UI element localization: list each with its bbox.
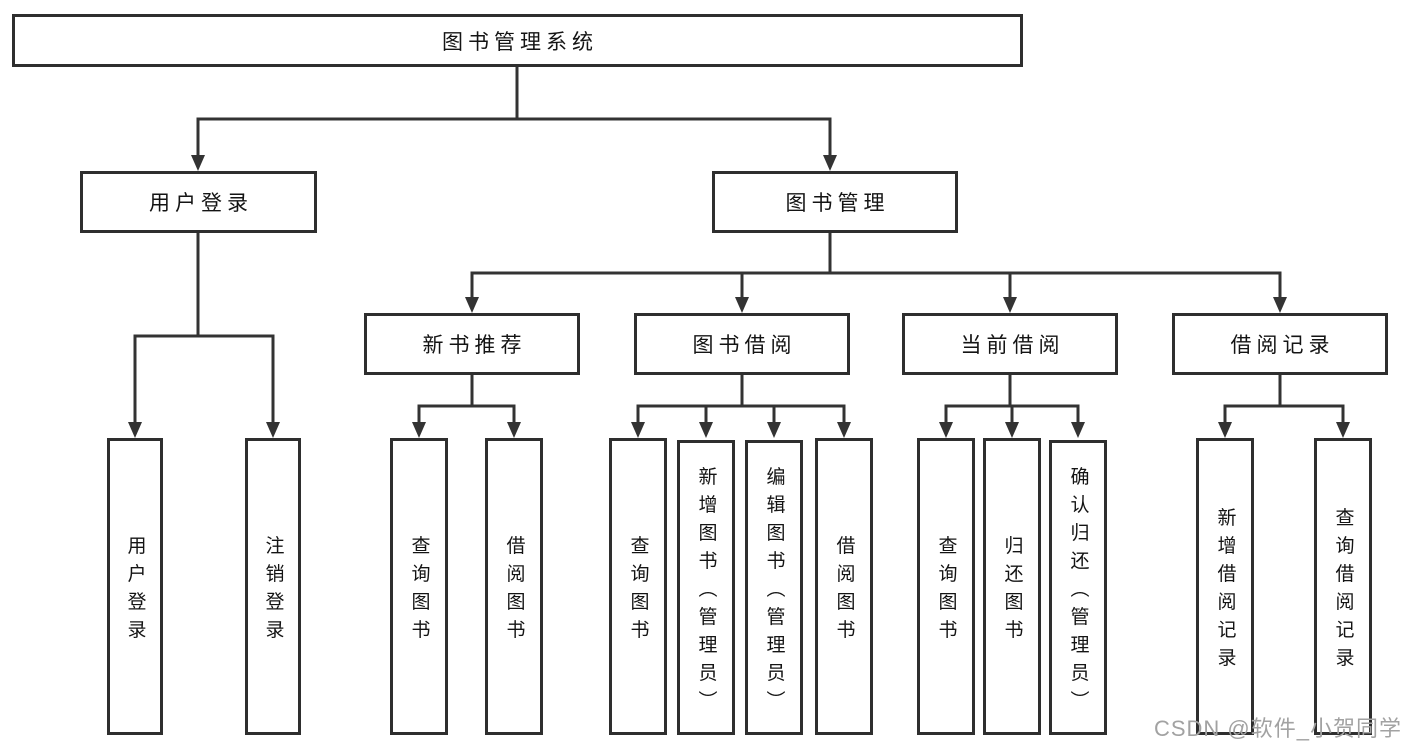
leaf-user-login-label: 用户登录 [124, 535, 146, 647]
leaf-borrow-book: 借阅图书 [815, 438, 873, 735]
leaf-logout-label: 注销登录 [262, 535, 284, 647]
csdn-watermark: CSDN @软件_小贺同学 [1153, 716, 1402, 741]
node-book-management: 图书管理 [712, 171, 958, 233]
leaf-recommend-borrow-book-label: 借阅图书 [503, 535, 525, 647]
leaf-edit-book-admin: 编辑图书（管理员） [745, 440, 803, 735]
node-borrowing-records-label: 借阅记录 [1230, 334, 1335, 357]
leaf-add-book-admin-label: 新增图书（管理员） [695, 466, 717, 718]
node-system-root: 图书管理系统 [12, 14, 1023, 67]
leaf-add-book-admin: 新增图书（管理员） [677, 440, 735, 735]
leaf-borrow-book-label: 借阅图书 [833, 535, 855, 647]
arrowheads [128, 155, 1350, 438]
node-new-book-recommend: 新书推荐 [364, 313, 580, 375]
leaf-add-borrow-record-label: 新增借阅记录 [1214, 507, 1236, 675]
node-book-borrowing: 图书借阅 [634, 313, 850, 375]
leaf-confirm-return-admin-label: 确认归还（管理员） [1067, 466, 1089, 718]
node-user-login-label: 用户登录 [149, 192, 253, 215]
node-user-login: 用户登录 [80, 171, 317, 233]
node-new-book-recommend-label: 新书推荐 [422, 334, 527, 357]
leaf-logout: 注销登录 [245, 438, 301, 735]
node-current-borrowing: 当前借阅 [902, 313, 1118, 375]
leaf-current-query-book-label: 查询图书 [935, 535, 957, 647]
leaf-add-borrow-record: 新增借阅记录 [1196, 438, 1254, 735]
node-borrowing-records: 借阅记录 [1172, 313, 1388, 375]
leaf-recommend-borrow-book: 借阅图书 [485, 438, 543, 735]
leaf-confirm-return-admin: 确认归还（管理员） [1049, 440, 1107, 735]
leaf-borrow-query-book: 查询图书 [609, 438, 667, 735]
node-book-borrowing-label: 图书借阅 [692, 334, 797, 357]
leaf-recommend-query-book: 查询图书 [390, 438, 448, 735]
node-book-management-label: 图书管理 [785, 192, 890, 215]
leaf-return-book-label: 归还图书 [1001, 535, 1023, 647]
node-current-borrowing-label: 当前借阅 [960, 334, 1065, 357]
leaf-recommend-query-book-label: 查询图书 [408, 535, 430, 647]
leaf-query-borrow-record: 查询借阅记录 [1314, 438, 1372, 735]
leaf-edit-book-admin-label: 编辑图书（管理员） [763, 466, 785, 718]
node-system-root-label: 图书管理系统 [442, 30, 598, 54]
leaf-borrow-query-book-label: 查询图书 [627, 535, 649, 647]
leaf-query-borrow-record-label: 查询借阅记录 [1332, 507, 1354, 675]
leaf-return-book: 归还图书 [983, 438, 1041, 735]
leaf-current-query-book: 查询图书 [917, 438, 975, 735]
leaf-user-login: 用户登录 [107, 438, 163, 735]
